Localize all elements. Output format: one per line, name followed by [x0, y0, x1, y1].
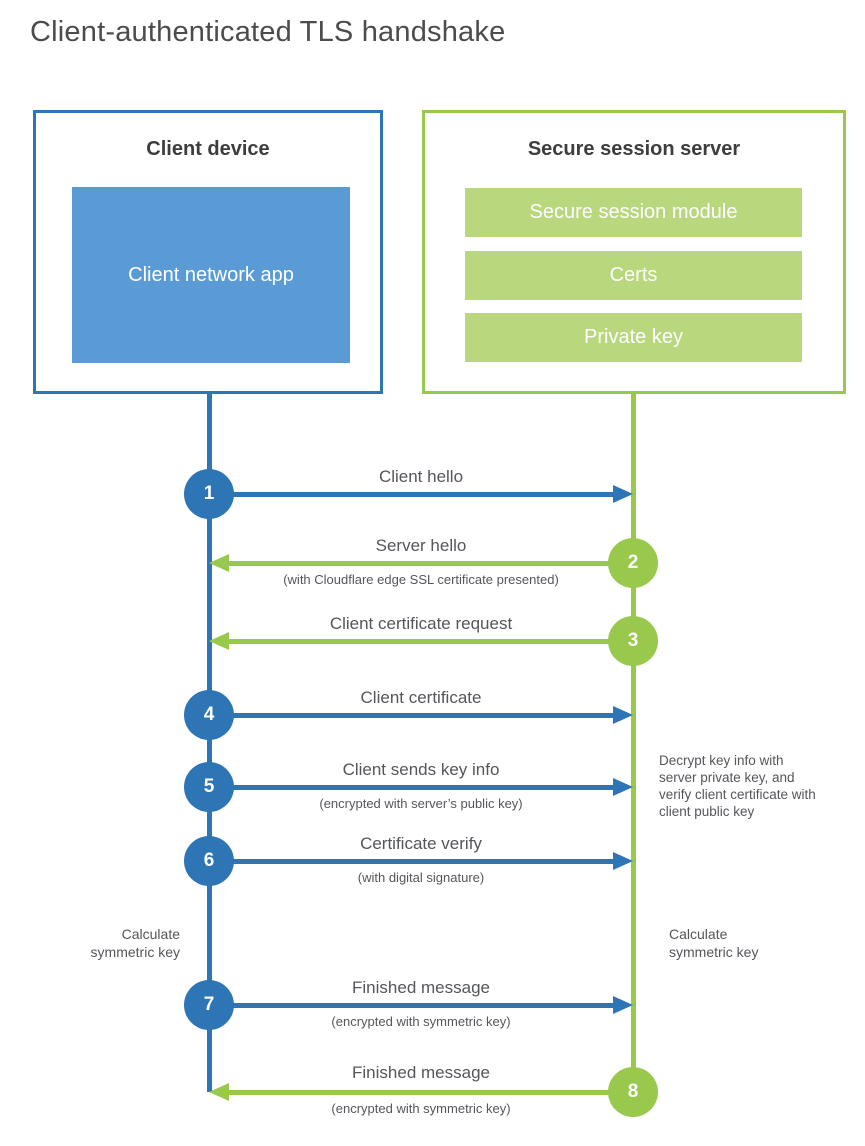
client-device-title: Client device — [146, 138, 270, 160]
step-number: 2 — [627, 552, 639, 573]
message-label: Finished message — [352, 1063, 490, 1082]
message-sublabel: (with Cloudflare edge SSL certificate pr… — [283, 572, 559, 587]
step-number: 4 — [203, 704, 215, 725]
step-number: 5 — [203, 776, 215, 797]
arrow-right-icon — [613, 706, 633, 724]
arrow-shaft — [209, 1003, 613, 1008]
arrow-shaft — [209, 785, 613, 790]
step-circle: 2 — [608, 538, 658, 588]
step-circle: 7 — [184, 980, 234, 1030]
client-network-app-label: Client network app — [128, 263, 294, 286]
message-label: Finished message — [352, 978, 490, 997]
step-number: 1 — [203, 483, 215, 504]
calculate-symmetric-key-left: Calculate symmetric key — [90, 926, 180, 960]
message-sublabel: (with digital signature) — [357, 870, 485, 885]
client-lifeline — [207, 394, 212, 1092]
message-label: Server hello — [375, 536, 467, 555]
step-circle: 5 — [184, 762, 234, 812]
step-number: 6 — [203, 850, 215, 871]
arrow-right-icon — [613, 485, 633, 503]
arrow-left-icon — [209, 632, 229, 650]
message-sublabel: (encrypted with server’s public key) — [319, 796, 523, 811]
client-network-app-box: Client network app — [72, 187, 350, 363]
step-circle: 4 — [184, 690, 234, 740]
arrow-right-icon — [613, 852, 633, 870]
arrow-right-icon — [613, 996, 633, 1014]
server-module-private-key: Private key — [465, 313, 802, 362]
step-circle: 1 — [184, 469, 234, 519]
arrow-right-icon — [613, 778, 633, 796]
message-sublabel: (encrypted with symmetric key) — [331, 1101, 511, 1116]
server-lifeline — [631, 394, 636, 1092]
page-title: Client-authenticated TLS handshake — [30, 16, 506, 48]
message-label: Client certificate — [360, 688, 482, 707]
step-number: 7 — [203, 994, 215, 1015]
arrow-shaft — [209, 859, 613, 864]
secure-session-server-title: Secure session server — [527, 138, 741, 160]
arrow-shaft — [209, 492, 613, 497]
arrow-shaft — [229, 639, 633, 644]
message-label: Client certificate request — [329, 614, 513, 633]
server-module-secure-session: Secure session module — [465, 188, 802, 237]
step-circle: 3 — [608, 616, 658, 666]
server-module-certs: Certs — [465, 251, 802, 300]
arrow-shaft — [209, 713, 613, 718]
client-device-box: Client device Client network app — [33, 110, 383, 394]
message-label: Client hello — [378, 467, 464, 486]
arrow-left-icon — [209, 1083, 229, 1101]
message-label: Certificate verify — [360, 834, 482, 853]
message-label: Client sends key info — [342, 760, 500, 779]
step-number: 3 — [627, 630, 639, 651]
step-circle: 8 — [608, 1067, 658, 1117]
decrypt-note: Decrypt key info with server private key… — [659, 753, 816, 819]
arrow-shaft — [229, 1090, 633, 1095]
step-number: 8 — [627, 1081, 639, 1102]
arrow-left-icon — [209, 554, 229, 572]
calculate-symmetric-key-right: Calculate symmetric key — [669, 926, 759, 960]
secure-session-server-box: Secure session server Secure session mod… — [422, 110, 846, 394]
message-sublabel: (encrypted with symmetric key) — [331, 1014, 511, 1029]
step-circle: 6 — [184, 836, 234, 886]
arrow-shaft — [229, 561, 633, 566]
